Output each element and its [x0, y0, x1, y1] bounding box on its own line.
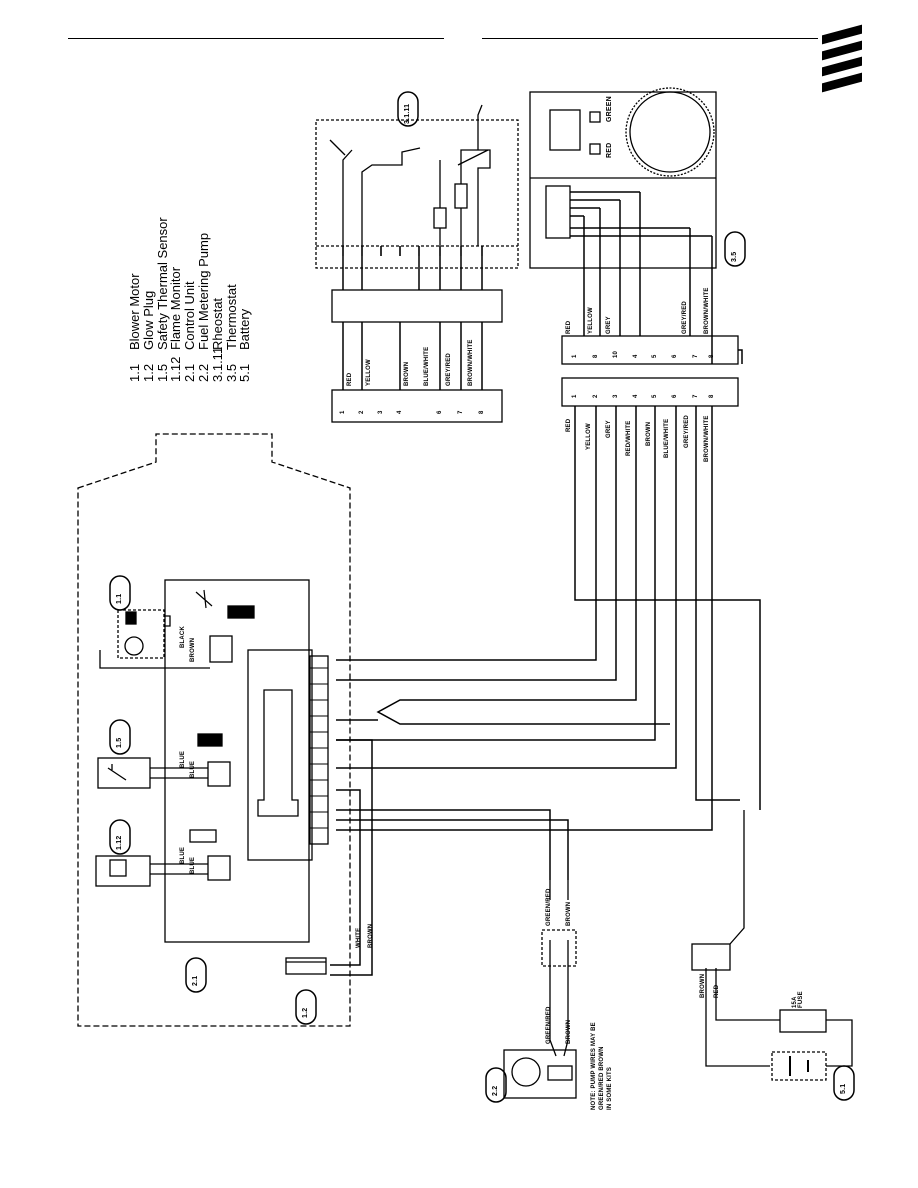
- wire-label: GREY: [606, 420, 612, 438]
- header-rule-left: [68, 38, 444, 39]
- wire-label: YELLOW: [586, 423, 592, 450]
- pin-number: 6: [437, 410, 443, 414]
- pin-number: 8: [709, 354, 715, 358]
- wire-label: BLUE/WHITE: [664, 418, 670, 458]
- tag-blower: 1.1: [116, 593, 123, 604]
- tag-flame-monitor: 1.12: [116, 835, 123, 850]
- pin-number: 10: [613, 350, 619, 358]
- pump-wire-label: GREEN/RED: [546, 888, 552, 926]
- pin-number: 3: [378, 410, 384, 414]
- tag-thermal-sensor: 1.5: [116, 737, 123, 748]
- wire-label: RED/WHITE: [626, 420, 632, 456]
- wire-label: GREY/RED: [446, 353, 452, 386]
- pin-number: 1: [340, 410, 346, 414]
- pin-number: 5: [652, 394, 658, 398]
- pin-number: 8: [479, 410, 485, 414]
- pin-number: 2: [359, 410, 365, 414]
- pin-number: 6: [672, 354, 678, 358]
- sensor-wire-label: BLUE: [180, 750, 186, 768]
- pump-wire-label: BROWN: [566, 1019, 572, 1044]
- wire-label: YELLOW: [366, 359, 372, 386]
- tag-battery: 5.1: [840, 1083, 847, 1094]
- header-rule-right: [482, 38, 818, 39]
- thermostat-red-label: RED: [606, 142, 613, 158]
- wire-label: GREY: [606, 316, 612, 334]
- glow-wire-label: BROWN: [368, 923, 374, 948]
- tag-pump: 2.2: [492, 1085, 499, 1096]
- glow-wire-label: WHITE: [356, 927, 362, 948]
- wire-label: BLUE/WHITE: [424, 346, 430, 386]
- wire-label: YELLOW: [588, 307, 594, 334]
- flame-wire-label: BLUE: [180, 846, 186, 864]
- pump-wire-label: BROWN: [566, 901, 572, 926]
- flame-monitor: [95, 855, 231, 887]
- glow-plug: [285, 957, 327, 975]
- pin-number: 7: [458, 410, 464, 414]
- pin-number: 3: [613, 394, 619, 398]
- connector-left-top: [331, 289, 503, 423]
- flame-wire-label: BLUE: [190, 856, 196, 874]
- pin-number: 6: [672, 394, 678, 398]
- pump-wire-label: GREEN/RED: [546, 1006, 552, 1044]
- wire-label: RED: [566, 418, 572, 432]
- battery-circuit: [691, 810, 853, 1081]
- battery-wire-label: RED: [714, 984, 720, 998]
- pin-number: 7: [693, 394, 699, 398]
- pin-number: 4: [397, 410, 403, 414]
- pump-note: NOTE: PUMP WIRES MAY BE GREEN/RED BROWN …: [591, 1022, 613, 1110]
- blower-motor: [99, 609, 233, 669]
- control-unit: [77, 433, 351, 1027]
- blower-wire-label: BROWN: [190, 637, 196, 662]
- pin-number: 2: [593, 394, 599, 398]
- wire-label: BROWN: [646, 421, 652, 446]
- wire-label: GREY/RED: [684, 415, 690, 448]
- wire-label: GREY/RED: [682, 301, 688, 334]
- wire-label: BROWN/WHITE: [704, 415, 710, 462]
- pin-number: 5: [652, 354, 658, 358]
- tag-thermostat: 3.5: [731, 251, 738, 262]
- wire-label: RED: [347, 372, 353, 386]
- pin-number: 1: [572, 354, 578, 358]
- tag-rheostat: 3.1.11: [404, 103, 411, 124]
- blower-wire-label: BLACK: [180, 626, 186, 648]
- thermal-sensor: [97, 757, 231, 789]
- thermostat-green-label: GREEN: [606, 96, 613, 122]
- thermostat-box: [529, 87, 717, 269]
- wire-label: RED: [566, 320, 572, 334]
- rheostat-box: [315, 104, 519, 269]
- tag-control-unit: 2.1: [192, 975, 199, 986]
- battery-wire-label: BROWN: [700, 973, 706, 998]
- fuse-label: 15A FUSE: [792, 991, 804, 1008]
- wire-label: BROWN/WHITE: [704, 287, 710, 334]
- pin-number: 7: [693, 354, 699, 358]
- wire-label: BROWN/WHITE: [468, 339, 474, 386]
- fuel-pump: [503, 880, 577, 1099]
- pin-number: 1: [572, 394, 578, 398]
- pin-number: 4: [633, 354, 639, 358]
- pin-number: 4: [633, 394, 639, 398]
- sensor-wire-label: BLUE: [190, 760, 196, 778]
- wire-label: BROWN: [404, 361, 410, 386]
- pin-number: 8: [593, 354, 599, 358]
- tag-glow-plug: 1.2: [302, 1007, 309, 1018]
- pin-number: 8: [709, 394, 715, 398]
